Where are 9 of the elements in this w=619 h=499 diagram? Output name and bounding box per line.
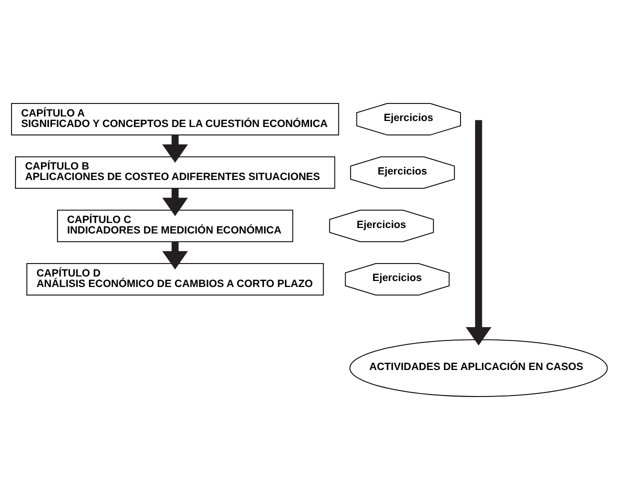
- node-box: CAPÍTULO B APLICACIONES DE COSTEO ADIFERENTES SITUACIONES: [15, 156, 336, 188]
- arrow: [466, 120, 492, 345]
- node-ellipse: ACTIVIDADES DE APLICACIÓN EN CASOS: [349, 338, 608, 396]
- arrow: [162, 134, 188, 162]
- node-box: CAPÍTULO D ANÁLISIS ECONÓMICO DE CAMBIOS A CORTO PLAZO: [26, 262, 324, 295]
- node-box: CAPÍTULO C INDICADORES DE MEDICIÓN ECONÓMICA: [57, 209, 294, 242]
- arrow: [162, 188, 188, 216]
- node-box: CAPÍTULO A SIGNIFICADO Y CONCEPTOS DE LA CUESTIÓN ECONÓMICA: [11, 102, 340, 135]
- arrow: [162, 241, 188, 269]
